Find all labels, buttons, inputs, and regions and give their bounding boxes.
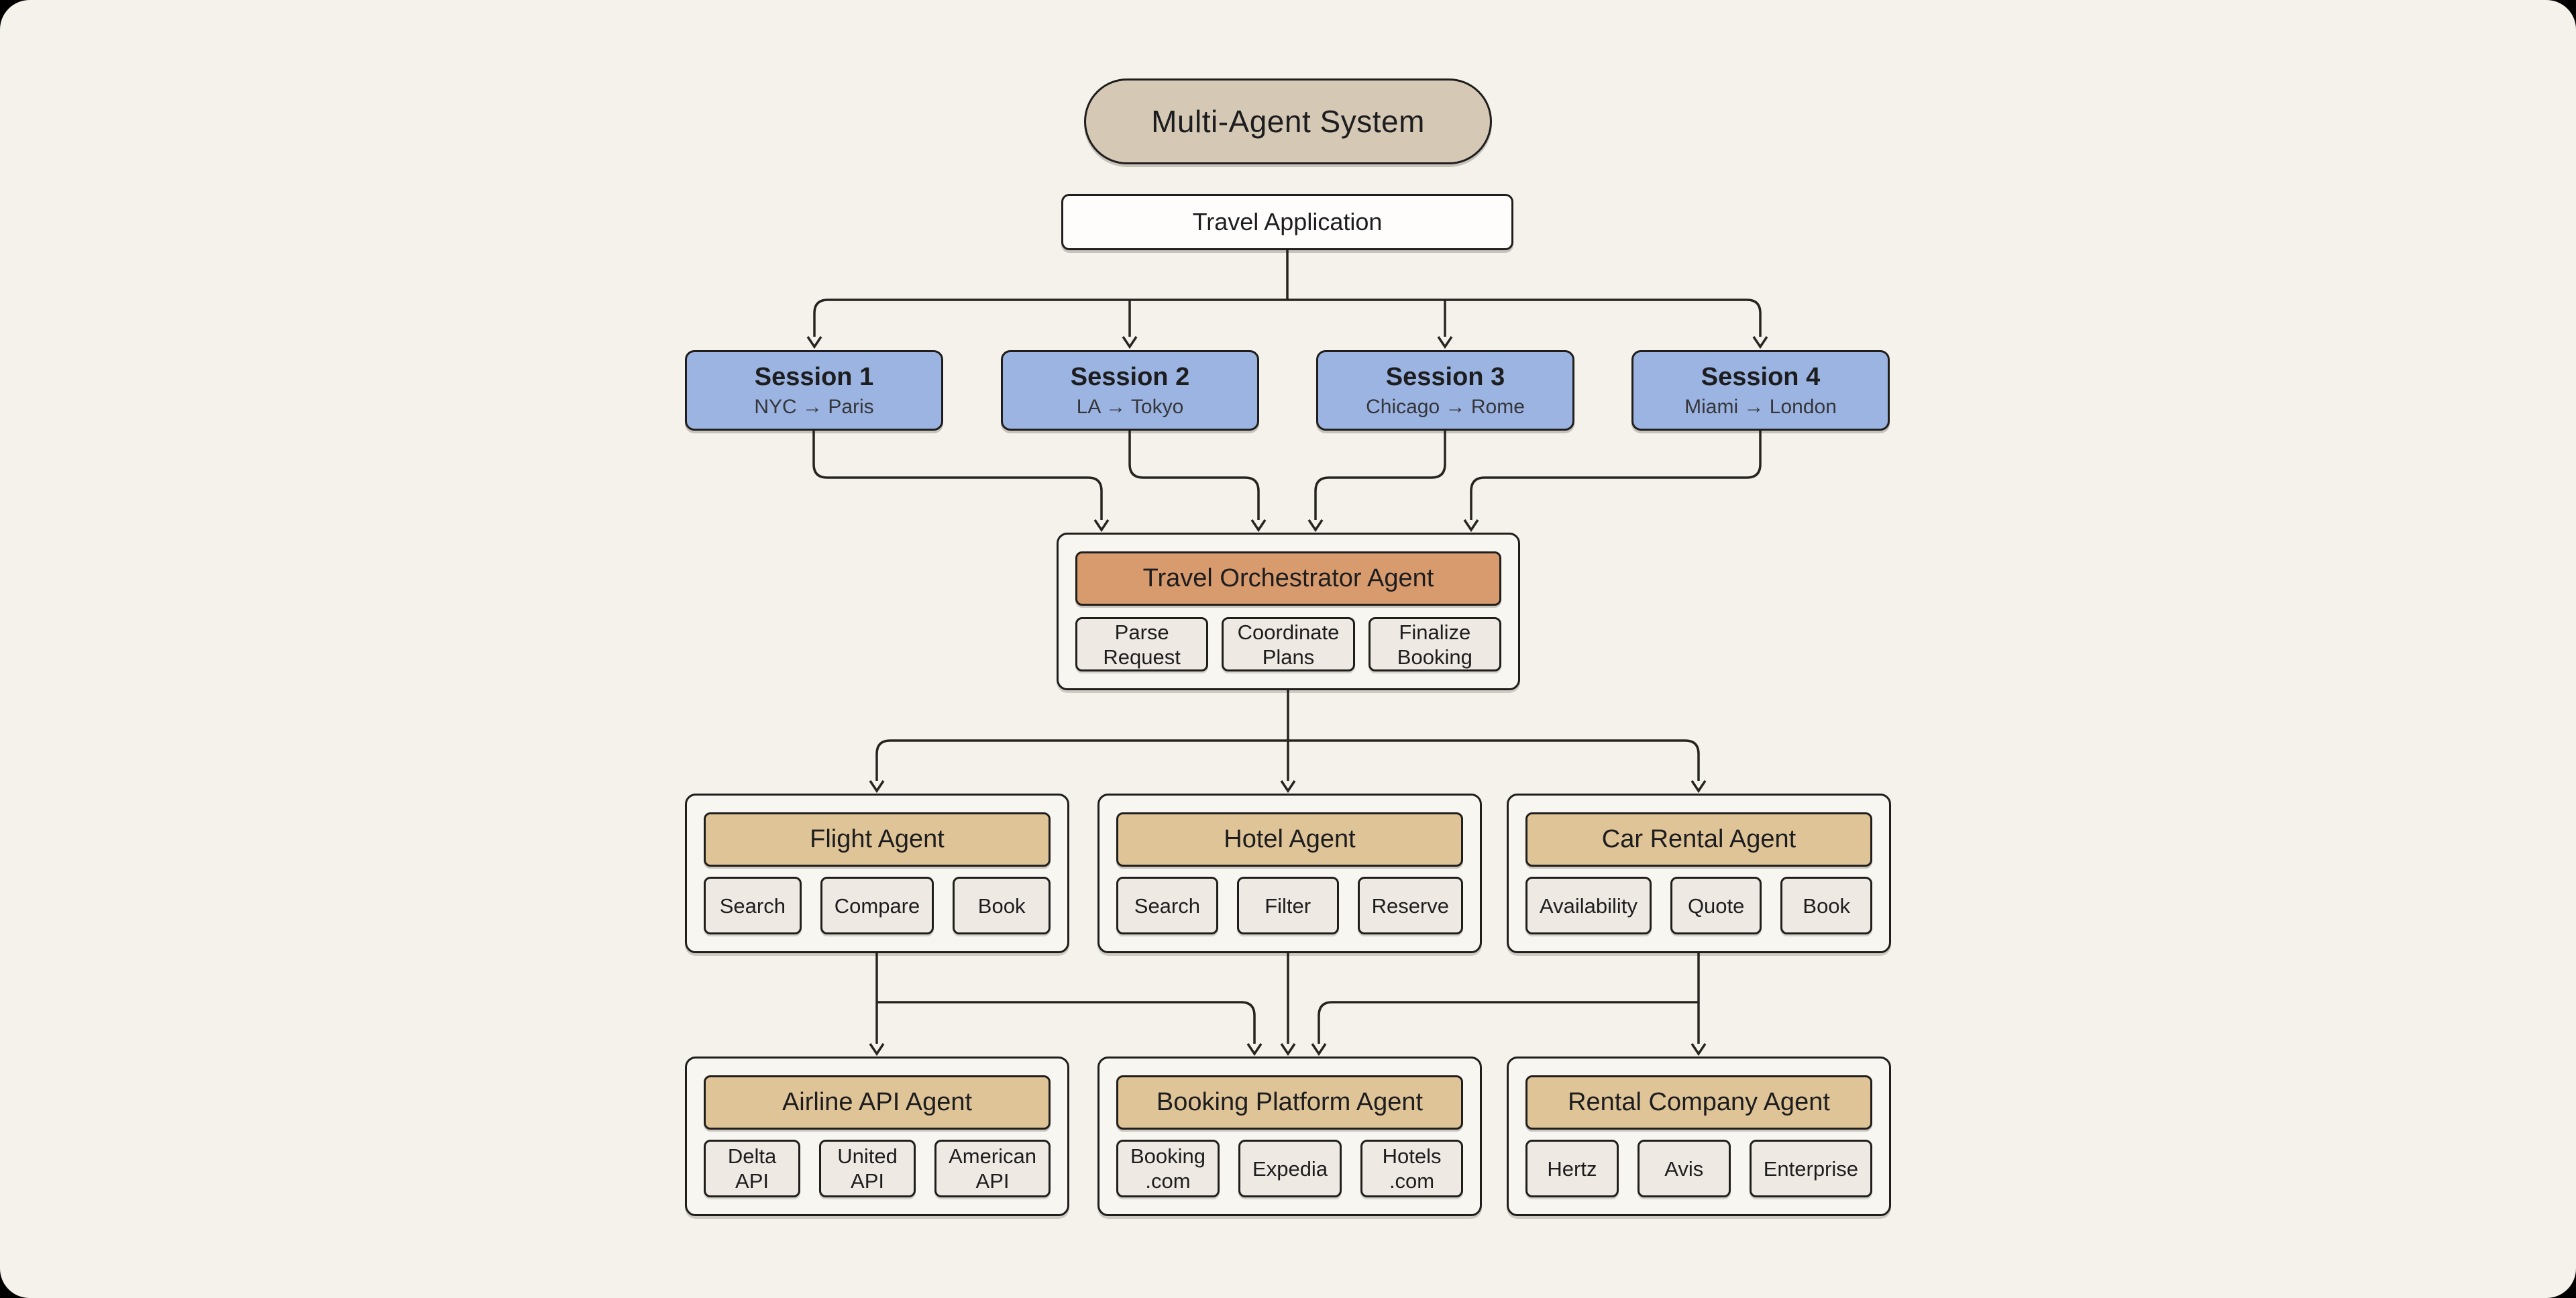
session-3-node: Session 3 Chicago → Rome (1316, 350, 1574, 431)
task-chip: Enterprise (1749, 1140, 1873, 1197)
agent-tasks: Availability Quote Book (1525, 877, 1873, 934)
airline-api-agent-panel: Airline API Agent Delta API United API A… (685, 1057, 1069, 1216)
arrowhead-icon (1250, 519, 1267, 533)
task-chip: United API (819, 1140, 916, 1197)
task-chip: Hertz (1525, 1140, 1619, 1197)
agent-header: Booking Platform Agent (1116, 1075, 1463, 1130)
travel-application-node: Travel Application (1061, 194, 1513, 250)
arrowhead-icon (1122, 336, 1138, 349)
session-label: Session 4 (1701, 362, 1821, 391)
task-chip: Search (704, 877, 802, 934)
task-chip: Compare (820, 877, 934, 934)
agent-header: Hotel Agent (1116, 812, 1463, 867)
session-label: Session 1 (754, 362, 874, 391)
arrowhead-icon (1690, 780, 1707, 794)
session-4-node: Session 4 Miami → London (1631, 350, 1890, 431)
task-chip: Avis (1637, 1140, 1731, 1197)
arrowhead-icon (869, 780, 885, 794)
connector (813, 299, 1287, 337)
agent-tasks: Booking .com Expedia Hotels .com (1116, 1140, 1463, 1197)
arrowhead-icon (1280, 1043, 1296, 1057)
orchestrator-header: Travel Orchestrator Agent (1075, 551, 1501, 606)
orchestrator-tasks: Parse Request Coordinate Plans Finalize … (1075, 617, 1501, 671)
arrowhead-icon (1307, 519, 1324, 533)
session-2-node: Session 2 LA → Tokyo (1001, 350, 1259, 431)
arrowhead-icon (1246, 1043, 1263, 1057)
connector (1314, 431, 1446, 520)
connector (812, 431, 1103, 520)
session-label: Session 3 (1385, 362, 1505, 391)
task-chip: Delta API (704, 1140, 801, 1197)
task-chip: Filter (1236, 877, 1339, 934)
connector (1318, 1001, 1699, 1044)
agent-tasks: Hertz Avis Enterprise (1525, 1140, 1873, 1197)
arrowhead-icon (1437, 336, 1453, 349)
task-chip: American API (934, 1140, 1051, 1197)
agent-tasks: Search Filter Reserve (1116, 877, 1463, 934)
connector (1470, 431, 1762, 520)
booking-platform-agent-panel: Booking Platform Agent Booking .com Expe… (1097, 1057, 1482, 1216)
agent-header: Airline API Agent (704, 1075, 1051, 1130)
task-chip: Booking .com (1116, 1140, 1220, 1197)
agent-tasks: Search Compare Book (704, 877, 1051, 934)
session-route: Miami → London (1684, 395, 1837, 418)
arrowhead-icon (1752, 336, 1768, 349)
task-chip: Expedia (1238, 1140, 1342, 1197)
task-chip: Finalize Booking (1368, 617, 1501, 671)
task-chip: Availability (1525, 877, 1652, 934)
task-chip: Reserve (1357, 877, 1463, 934)
connector (1287, 299, 1762, 337)
arrowhead-icon (806, 336, 822, 349)
agent-header: Flight Agent (704, 812, 1051, 867)
session-route: LA → Tokyo (1076, 395, 1184, 418)
connector (875, 739, 1288, 781)
diagram-title: Multi-Agent System (1084, 78, 1492, 164)
task-chip: Book (953, 877, 1051, 934)
task-chip: Hotels .com (1360, 1140, 1463, 1197)
connector (1128, 431, 1260, 520)
connector (877, 1001, 1256, 1044)
task-chip: Book (1780, 877, 1873, 934)
session-1-node: Session 1 NYC → Paris (685, 350, 943, 431)
task-chip: Parse Request (1075, 617, 1209, 671)
arrowhead-icon (1093, 519, 1110, 533)
agent-header: Car Rental Agent (1525, 812, 1872, 867)
orchestrator-panel: Travel Orchestrator Agent Parse Request … (1057, 533, 1520, 690)
rental-company-agent-panel: Rental Company Agent Hertz Avis Enterpri… (1507, 1057, 1891, 1216)
arrowhead-icon (1690, 1043, 1707, 1057)
session-route: NYC → Paris (754, 395, 874, 418)
session-label: Session 2 (1070, 362, 1190, 391)
agent-tasks: Delta API United API American API (704, 1140, 1051, 1197)
arrowhead-icon (1311, 1043, 1327, 1057)
arrowhead-icon (1280, 780, 1296, 794)
task-chip: Coordinate Plans (1222, 617, 1355, 671)
flight-agent-panel: Flight Agent Search Compare Book (685, 794, 1069, 953)
session-route: Chicago → Rome (1366, 395, 1525, 418)
arrowhead-icon (1463, 519, 1479, 533)
connector (1288, 739, 1700, 781)
arrowhead-icon (869, 1043, 885, 1057)
hotel-agent-panel: Hotel Agent Search Filter Reserve (1097, 794, 1482, 953)
agent-header: Rental Company Agent (1525, 1075, 1872, 1130)
task-chip: Quote (1670, 877, 1762, 934)
car-rental-agent-panel: Car Rental Agent Availability Quote Book (1507, 794, 1891, 953)
task-chip: Search (1116, 877, 1218, 934)
